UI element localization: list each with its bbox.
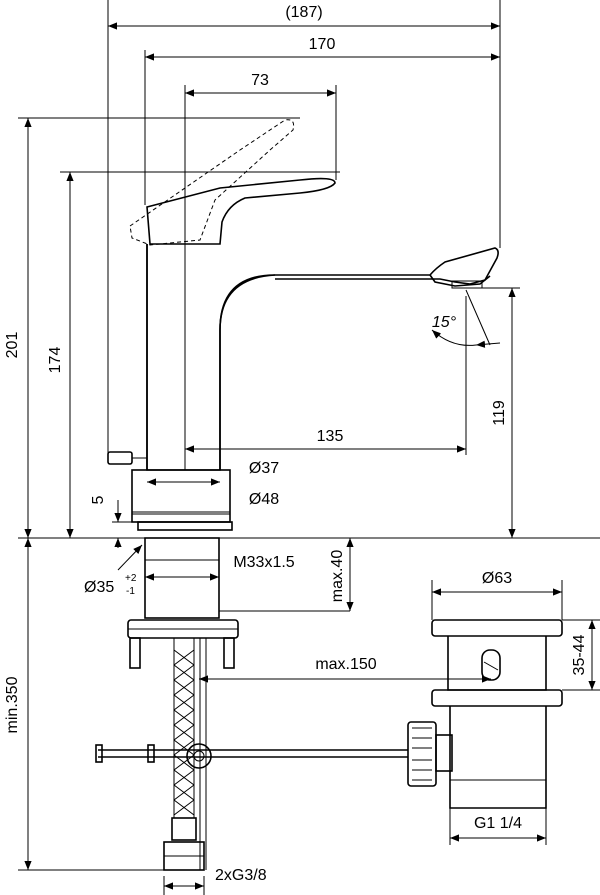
dim-hole-tol-plus: +2 — [125, 573, 137, 584]
dim-thread: M33x1.5 — [233, 554, 294, 571]
dim-rod-distance: max.150 — [315, 656, 376, 673]
dim-base-diameter: Ø48 — [249, 491, 279, 508]
dim-hole-tol-minus: -1 — [126, 586, 135, 597]
dim-waste-height: 35-44 — [571, 634, 588, 675]
dim-spout-reach: 135 — [317, 428, 344, 445]
dim-body-diameter: Ø37 — [249, 460, 279, 477]
waste-drain — [407, 619, 563, 809]
dim-connection: 2xG3/8 — [215, 867, 267, 884]
dim-deck-thickness: max.40 — [329, 550, 346, 603]
rod-clamp — [186, 743, 212, 769]
dimension-lines — [18, 0, 600, 895]
lever-handle — [146, 177, 336, 245]
lever-raised-outline — [129, 119, 295, 246]
dim-hole-diameter: Ø35 — [84, 579, 114, 596]
popup-rod-knob — [107, 451, 133, 465]
dim-total-height: 201 — [4, 332, 21, 359]
dim-waste-diameter: Ø63 — [482, 570, 512, 587]
dim-lever-reach: 73 — [251, 72, 269, 89]
tap-body — [107, 119, 499, 531]
dim-hose-length: min.350 — [4, 676, 21, 733]
mounting-assembly — [95, 537, 408, 871]
dim-waste-thread: G1 1/4 — [474, 815, 522, 832]
dim-reach-total: 170 — [309, 36, 336, 53]
aerator — [451, 280, 483, 289]
dim-outlet-height: 119 — [491, 400, 508, 426]
dim-spout-height: 174 — [47, 347, 64, 374]
braided-hose — [173, 637, 195, 819]
dim-base-offset: 5 — [90, 495, 107, 504]
dim-spray-angle: 15° — [432, 314, 457, 331]
dim-overall-width: (187) — [285, 4, 322, 21]
